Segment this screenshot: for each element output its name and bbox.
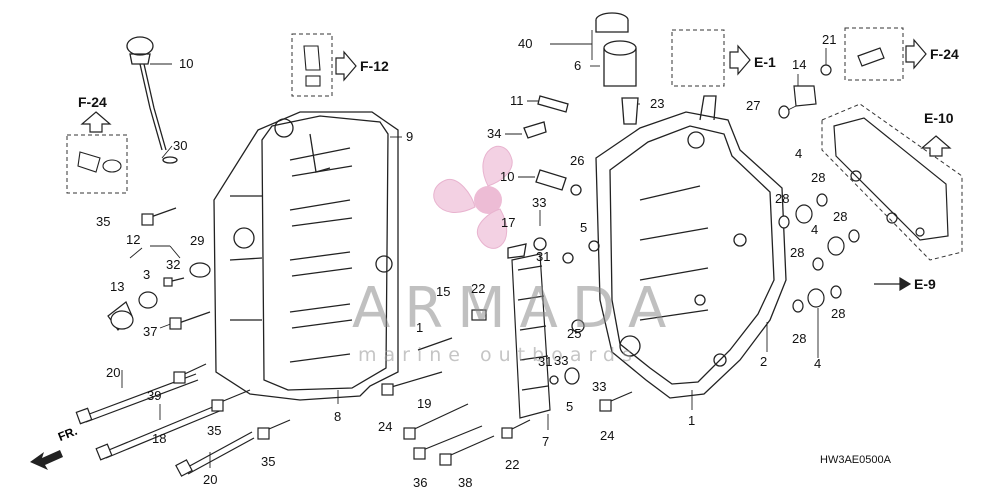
part-callout[interactable]: 5 — [566, 399, 574, 414]
arrow-right-icon — [905, 38, 927, 70]
part-callout[interactable]: 7 — [542, 434, 550, 449]
part-callout[interactable]: 35 — [96, 214, 111, 229]
ref-code[interactable]: F-12 — [360, 58, 389, 74]
part-callout[interactable]: 27 — [746, 98, 761, 113]
part-callout[interactable]: 29 — [190, 233, 205, 248]
bolt-group-left — [75, 207, 291, 477]
part-callout[interactable]: 13 — [110, 279, 125, 294]
part-callout[interactable]: 8 — [334, 409, 342, 424]
reference-arrows — [80, 38, 952, 292]
right-housing-part — [595, 95, 787, 399]
oil-filter-part — [507, 12, 639, 385]
part-callout[interactable]: 4 — [814, 356, 822, 371]
part-callout[interactable]: 3 — [143, 267, 151, 282]
part-callout[interactable]: 40 — [518, 36, 533, 51]
washer-group-right — [778, 47, 885, 313]
ref-code[interactable]: E-1 — [754, 54, 776, 70]
part-callout[interactable]: 20 — [203, 472, 218, 487]
part-callout[interactable]: 33 — [592, 379, 607, 394]
part-callout[interactable]: 1 — [416, 320, 424, 335]
part-callout[interactable]: 31 — [538, 354, 553, 369]
part-callout[interactable]: 28 — [811, 170, 826, 185]
watermark-propeller-icon — [433, 145, 513, 249]
part-callout[interactable]: 34 — [487, 126, 502, 141]
part-callout[interactable]: 15 — [436, 284, 451, 299]
part-callout[interactable]: 28 — [831, 306, 846, 321]
part-callout[interactable]: 33 — [532, 195, 547, 210]
part-callout[interactable]: 24 — [600, 428, 615, 443]
ref-code[interactable]: E-10 — [924, 110, 954, 126]
reference-boxes — [66, 27, 963, 261]
ref-code[interactable]: F-24 — [930, 46, 959, 62]
part-callout[interactable]: 5 — [580, 220, 588, 235]
part-callout[interactable]: 12 — [126, 232, 141, 247]
diagram-code: HW3AE0500A — [820, 454, 891, 466]
part-callout[interactable]: 37 — [143, 324, 158, 339]
part-callout[interactable]: 25 — [567, 326, 582, 341]
part-callout[interactable]: 30 — [173, 138, 188, 153]
part-callout[interactable]: 4 — [795, 146, 803, 161]
dipstick-part — [126, 36, 178, 164]
part-callout[interactable]: 18 — [152, 431, 167, 446]
part-callout[interactable]: 19 — [417, 396, 432, 411]
part-callout[interactable]: 6 — [574, 58, 582, 73]
part-callout[interactable]: 17 — [501, 215, 516, 230]
arrow-right-icon — [729, 44, 751, 76]
part-callout[interactable]: 1 — [688, 413, 696, 428]
part-callout[interactable]: 22 — [505, 457, 520, 472]
part-callout[interactable]: 33 — [554, 353, 569, 368]
oil-cooler-part — [381, 253, 633, 466]
part-callout[interactable]: 28 — [792, 331, 807, 346]
front-arrow-icon — [30, 450, 63, 470]
part-callout[interactable]: 28 — [790, 245, 805, 260]
part-callout[interactable]: 35 — [207, 423, 222, 438]
arrow-right-icon — [335, 50, 357, 82]
arrow-right-icon — [899, 276, 912, 292]
part-callout[interactable]: 32 — [166, 257, 181, 272]
part-callout[interactable]: 39 — [147, 388, 162, 403]
part-callout[interactable]: 31 — [536, 249, 551, 264]
ref-code[interactable]: E-9 — [914, 276, 936, 292]
hose-clip-part — [77, 45, 321, 173]
watermark-tagline: marine outboards — [358, 344, 639, 366]
part-callout[interactable]: 21 — [822, 32, 837, 47]
part-callout[interactable]: 26 — [570, 153, 585, 168]
left-housing-part — [213, 111, 399, 401]
part-callout[interactable]: 38 — [458, 475, 473, 490]
arrow-up-icon — [920, 135, 952, 157]
part-callout[interactable]: 20 — [106, 365, 121, 380]
part-callout[interactable]: 23 — [650, 96, 665, 111]
part-callout[interactable]: 4 — [811, 222, 819, 237]
part-callout[interactable]: 36 — [413, 475, 428, 490]
watermark-brand: ARMADA — [352, 276, 681, 341]
ref-code[interactable]: F-24 — [78, 94, 107, 110]
part-callout[interactable]: 2 — [760, 354, 768, 369]
part-callout[interactable]: 35 — [261, 454, 276, 469]
part-callout[interactable]: 24 — [378, 419, 393, 434]
part-callout[interactable]: 28 — [833, 209, 848, 224]
part-callout[interactable]: 22 — [471, 281, 486, 296]
bracket-part — [833, 117, 949, 241]
part-callout[interactable]: 11 — [510, 93, 524, 108]
leader-lines — [121, 30, 827, 468]
part-callout[interactable]: 28 — [775, 191, 790, 206]
part-callout[interactable]: 10 — [179, 56, 194, 71]
part-callout[interactable]: 10 — [500, 169, 515, 184]
arrow-up-icon — [80, 111, 112, 133]
part-callout[interactable]: 9 — [406, 129, 414, 144]
part-callout[interactable]: 14 — [792, 57, 807, 72]
